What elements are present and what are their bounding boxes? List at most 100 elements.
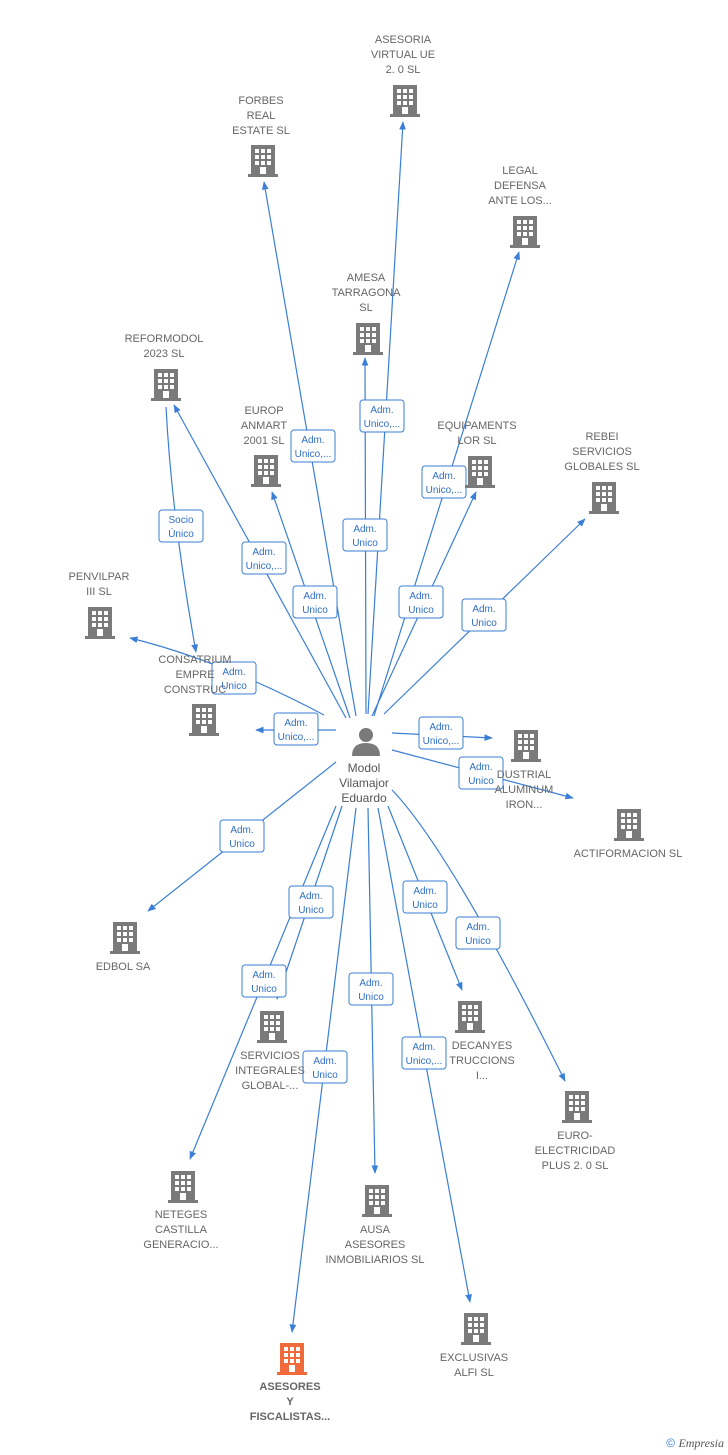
company-name[interactable]: REAL [247,110,276,122]
company-name[interactable]: EDBOL SA [96,961,151,973]
edge-label-exclusivas[interactable]: Adm.Unico,... [401,1036,447,1070]
building-icon[interactable] [465,456,495,488]
building-icon[interactable] [362,1185,392,1217]
person-name[interactable]: Modol [348,761,381,775]
company-name[interactable]: PLUS 2. 0 SL [542,1160,609,1172]
edge-label-box[interactable] [288,885,334,919]
building-icon[interactable] [277,1343,307,1375]
company-name[interactable]: EQUIPAMENTS [437,420,516,432]
company-name[interactable]: SERVICIOS [572,446,632,458]
company-name[interactable]: NETEGES [155,1209,208,1221]
edge-label-box[interactable] [359,399,405,433]
company-name[interactable]: EURO- [557,1130,593,1142]
company-name[interactable]: AMESA [347,272,386,284]
edge-label-box[interactable] [461,598,507,632]
company-name[interactable]: DUSTRIAL [497,769,551,781]
building-icon[interactable] [85,607,115,639]
company-name[interactable]: ASESORES [259,1381,320,1393]
company-name[interactable]: REBEI [585,431,618,443]
company-name[interactable]: Y [286,1396,294,1408]
edge-label-rebei[interactable]: Adm.Unico [461,598,507,632]
person-name[interactable]: Vilamajor [339,776,389,790]
company-name[interactable]: TARRAGONA [332,287,402,299]
edge-label-box[interactable] [402,880,448,914]
company-name[interactable]: ACTIFORMACION SL [574,848,683,860]
edge-label-decanyes[interactable]: Adm.Unico [402,880,448,914]
company-name[interactable]: INMOBILIARIOS SL [325,1254,424,1266]
edge-label-servicios-integrales[interactable]: Adm.Unico [288,885,334,919]
company-name[interactable]: INTEGRALES [235,1065,305,1077]
company-node-decanyes[interactable]: DECANYESTRUCCIONSI... [449,1001,515,1082]
brand-logo-text[interactable]: Empresia [678,1436,724,1450]
edge-label-box[interactable] [211,661,257,695]
company-node-actiformacion[interactable]: ACTIFORMACION SL [574,809,683,860]
company-name[interactable]: DEFENSA [494,180,547,192]
company-name[interactable]: LEGAL [502,165,537,177]
building-icon[interactable] [510,216,540,248]
edge-label-equipaments[interactable]: Adm.Unico [398,585,444,619]
company-name[interactable]: EUROP [244,405,283,417]
company-name[interactable]: FISCALISTAS... [250,1411,330,1423]
edge-label-box[interactable] [421,465,467,499]
edge-label-euro-electricidad[interactable]: Adm.Unico [455,916,501,950]
edge-label-asesoria-virtual[interactable]: Adm.Unico,... [359,399,405,433]
company-node-penvilpar[interactable]: PENVILPAR III SL [69,571,130,639]
building-icon[interactable] [511,730,541,762]
company-node-industrial[interactable]: DUSTRIAL ALUMINUM IRON... [495,730,554,811]
building-icon[interactable] [248,145,278,177]
company-name[interactable]: CONSTRUC [164,684,226,696]
edge-label-legal-defensa[interactable]: Adm.Unico,... [421,465,467,499]
edge-label-box[interactable] [455,916,501,950]
edge-label-edbol[interactable]: Adm.Unico [219,819,265,853]
company-name[interactable]: IRON... [506,799,543,811]
edge-label-consatrium[interactable]: Adm.Unico,... [273,712,319,746]
edge-label-neteges[interactable]: Adm.Unico [241,964,287,998]
person-icon[interactable] [352,728,380,756]
edge-label-box[interactable] [418,716,464,750]
building-icon[interactable] [461,1313,491,1345]
building-icon[interactable] [251,455,281,487]
edge-label-box[interactable] [342,518,388,552]
company-name[interactable]: REFORMODOL [125,333,204,345]
edge-label-box[interactable] [302,1050,348,1084]
company-name[interactable]: EMPRE [175,669,214,681]
edge-label-box[interactable] [219,819,265,853]
company-name[interactable]: I... [476,1070,488,1082]
edge-label-box[interactable] [292,585,338,619]
company-name[interactable]: GLOBALES SL [564,461,639,473]
company-name[interactable]: III SL [86,586,112,598]
company-name[interactable]: ALUMINUM [495,784,554,796]
edge-label-asesores-fiscalistas[interactable]: Adm.Unico [302,1050,348,1084]
edge-label-box[interactable] [273,712,319,746]
building-icon[interactable] [151,369,181,401]
edge-label-box[interactable] [290,429,336,463]
company-name[interactable]: ALFI SL [454,1367,494,1379]
company-name[interactable]: ASESORES [345,1239,406,1251]
edge-label-box[interactable] [348,972,394,1006]
building-icon[interactable] [353,323,383,355]
building-icon[interactable] [189,704,219,736]
edge-label-ausa[interactable]: Adm.Unico [348,972,394,1006]
company-node-legal-defensa[interactable]: LEGAL DEFENSA ANTE LOS... [488,165,552,248]
edge-label-box[interactable] [241,964,287,998]
company-name[interactable]: ANTE LOS... [488,195,552,207]
edge-label-forbes[interactable]: Adm.Unico,... [290,429,336,463]
edge-label-amesa[interactable]: Adm.Unico [342,518,388,552]
company-name[interactable]: ANMART [241,420,288,432]
company-name[interactable]: 2001 SL [244,435,285,447]
company-name[interactable]: PENVILPAR [69,571,130,583]
company-name[interactable]: 2023 SL [144,348,185,360]
edge-label-actiformacion[interactable]: Adm.Unico [458,756,504,790]
person-name[interactable]: Eduardo [341,791,387,805]
company-node-asesores-fiscalistas[interactable]: ASESORES Y FISCALISTAS... [250,1343,330,1423]
company-node-europ-anmart[interactable]: EUROP ANMART 2001 SL [241,405,288,487]
edge-label-penvilpar[interactable]: Adm.Unico [211,661,257,695]
edge-label-europ-anmart[interactable]: Adm.Unico [292,585,338,619]
